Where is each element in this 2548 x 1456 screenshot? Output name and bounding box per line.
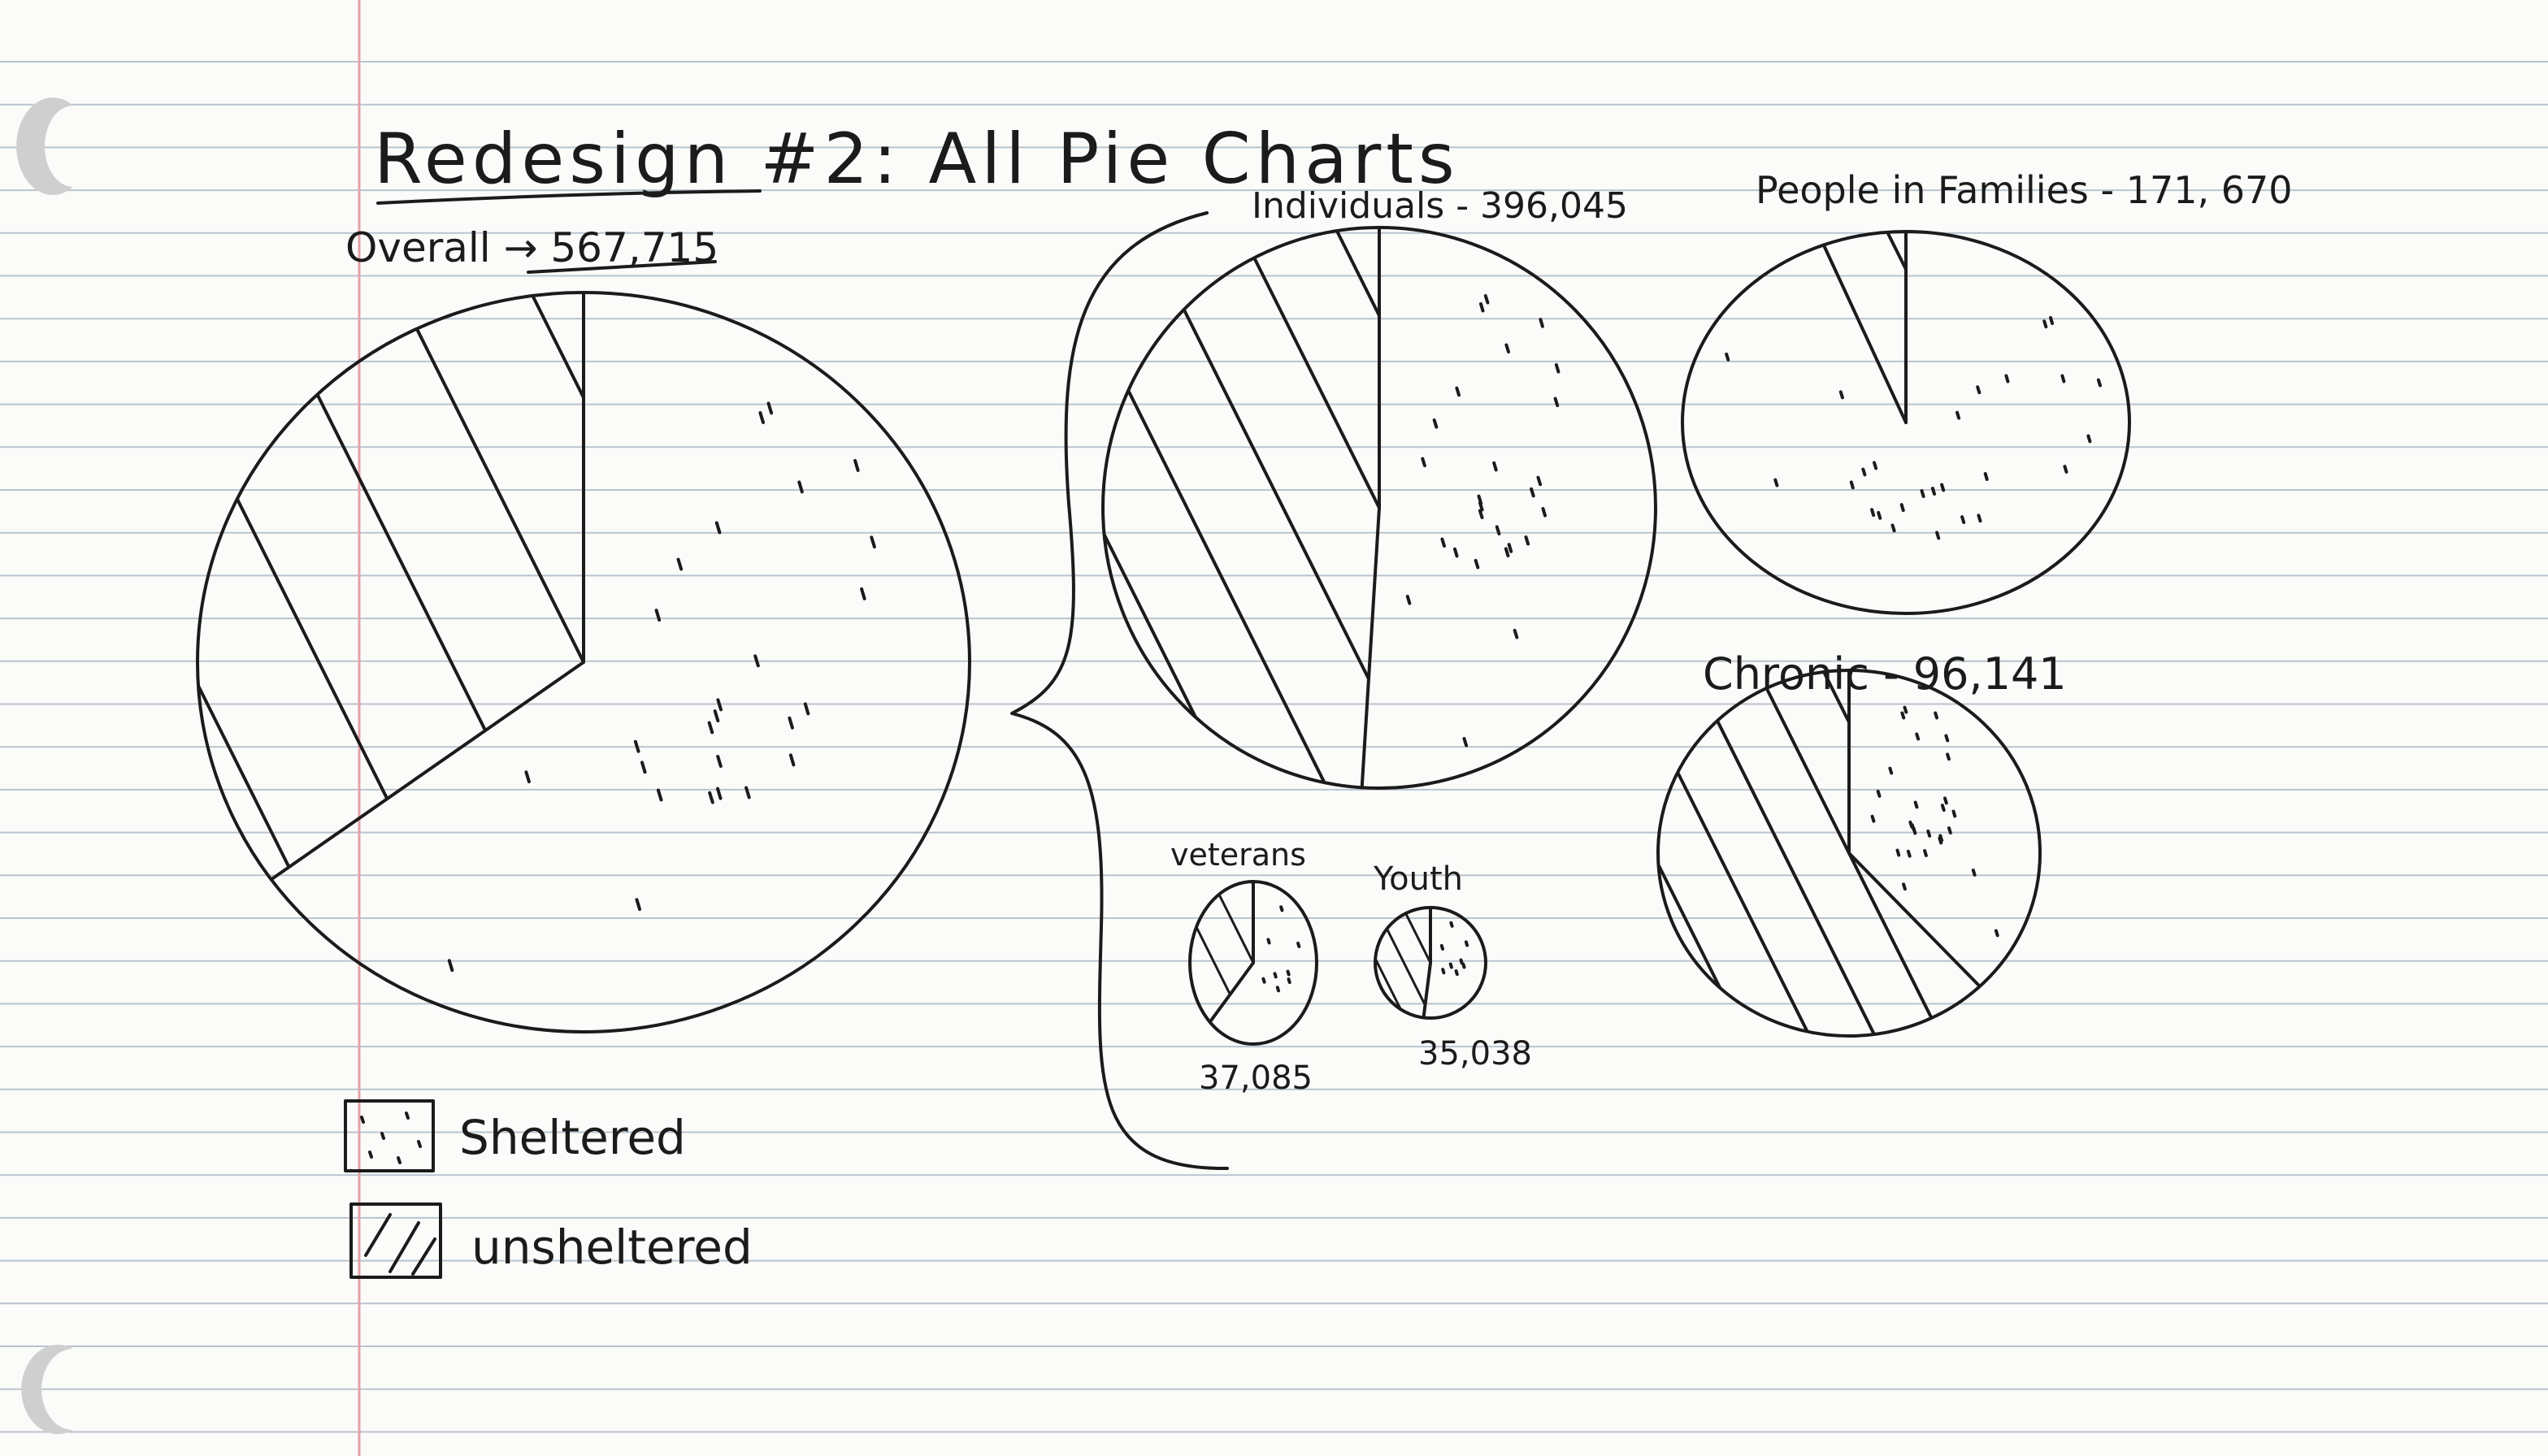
pie-2-divider-1 [1821, 243, 1908, 424]
hatch-fill [1823, 232, 1906, 422]
title-underline [376, 189, 762, 205]
legend-item-sheltered: Sheltered [344, 1099, 686, 1172]
pie-1 [1101, 226, 1657, 790]
dots-fill [1261, 905, 1301, 993]
pie-value-veterans: 37,085 [1199, 1060, 1313, 1097]
legend-swatch-dots [344, 1099, 435, 1172]
pie-3-divider-1 [1847, 852, 1982, 988]
pie-5 [1374, 906, 1487, 1020]
pie-value-youth: 35,038 [1418, 1035, 1532, 1072]
dots-fill [1870, 705, 1999, 938]
hatch-fill [1189, 881, 1253, 1022]
dots-fill [1405, 294, 1560, 748]
legend-item-unsheltered: unsheltered [349, 1202, 753, 1279]
pie-0 [196, 291, 971, 1034]
legend: Sheltered unsheltered [344, 1099, 753, 1279]
pie-1-divider-1 [1360, 506, 1381, 790]
punch-hole-bottom [21, 1345, 73, 1434]
ruled-lines [0, 61, 2548, 1433]
dots-pattern-icon [360, 1112, 422, 1164]
grouping-brace [1010, 211, 1229, 1171]
pies-layer [196, 226, 2131, 1046]
dots-fill [447, 401, 876, 973]
dots-fill [1725, 316, 2102, 540]
overall-underline [527, 260, 717, 274]
pie-title-veterans: veterans [1170, 837, 1306, 873]
pie-title-families: People in Families - 171, 670 [1756, 168, 2293, 212]
pie-4 [1188, 880, 1318, 1046]
legend-swatch-hatch [349, 1202, 442, 1279]
pie-0-divider-1 [269, 661, 585, 882]
hatch-fill [198, 292, 584, 880]
dots-fill [1439, 921, 1469, 977]
hatch-pattern-icon [364, 1213, 436, 1276]
pie-title-individuals: Individuals - 396,045 [1252, 185, 1628, 227]
pie-5-divider-1 [1422, 961, 1432, 1020]
legend-label-unsheltered: unsheltered [471, 1220, 753, 1275]
pie-4-divider-1 [1208, 961, 1255, 1024]
pie-2 [1681, 230, 2131, 615]
pie-title-youth: Youth [1373, 860, 1463, 898]
legend-label-sheltered: Sheltered [459, 1110, 686, 1165]
punch-hole-top [16, 98, 73, 195]
page-title: Redesign #2: All Pie Charts [374, 119, 1460, 200]
pie-3 [1656, 669, 2042, 1038]
